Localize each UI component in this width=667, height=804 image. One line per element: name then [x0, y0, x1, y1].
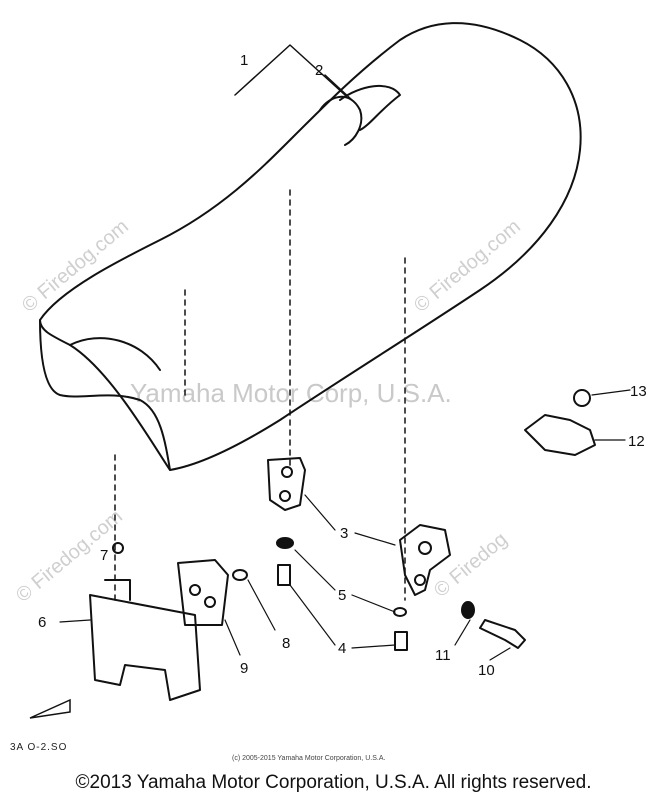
callout-8: 8 — [282, 635, 290, 652]
callout-1: 1 — [240, 52, 248, 69]
seat-inner-edge — [39, 319, 171, 471]
callout-4: 4 — [338, 640, 346, 657]
callout-11: 11 — [435, 647, 451, 664]
seat-strap-1 — [319, 95, 363, 146]
plate-9 — [177, 559, 229, 626]
callout-10: 10 — [478, 662, 495, 679]
callout-9: 9 — [240, 660, 248, 677]
seat-strap-2 — [339, 84, 401, 131]
seat-lock — [524, 414, 596, 456]
bracket-3-right — [399, 524, 451, 596]
fwd-marker-icon — [29, 698, 71, 719]
callout-6: 6 — [38, 614, 46, 631]
bracket-3-left — [267, 457, 306, 511]
callout-2: 2 — [315, 62, 323, 79]
diagram-code: 3A O-2.SO — [10, 742, 68, 753]
bracket-1-2 — [234, 44, 346, 96]
callout-7: 7 — [100, 547, 108, 564]
callout-12: 12 — [628, 433, 645, 450]
small-credit: (c) 2005-2015 Yamaha Motor Corporation, … — [232, 755, 386, 762]
callout-13: 13 — [630, 383, 647, 400]
callout-3: 3 — [340, 525, 348, 542]
copyright-notice: ©2013 Yamaha Motor Corporation, U.S.A. A… — [75, 772, 592, 793]
seat-outline — [39, 22, 582, 471]
center-watermark: Yamaha Motor Corp, U.S.A. — [130, 378, 452, 408]
rear-bracket-6 — [89, 594, 201, 701]
callout-5: 5 — [338, 587, 346, 604]
seat-front-curve — [69, 337, 161, 371]
